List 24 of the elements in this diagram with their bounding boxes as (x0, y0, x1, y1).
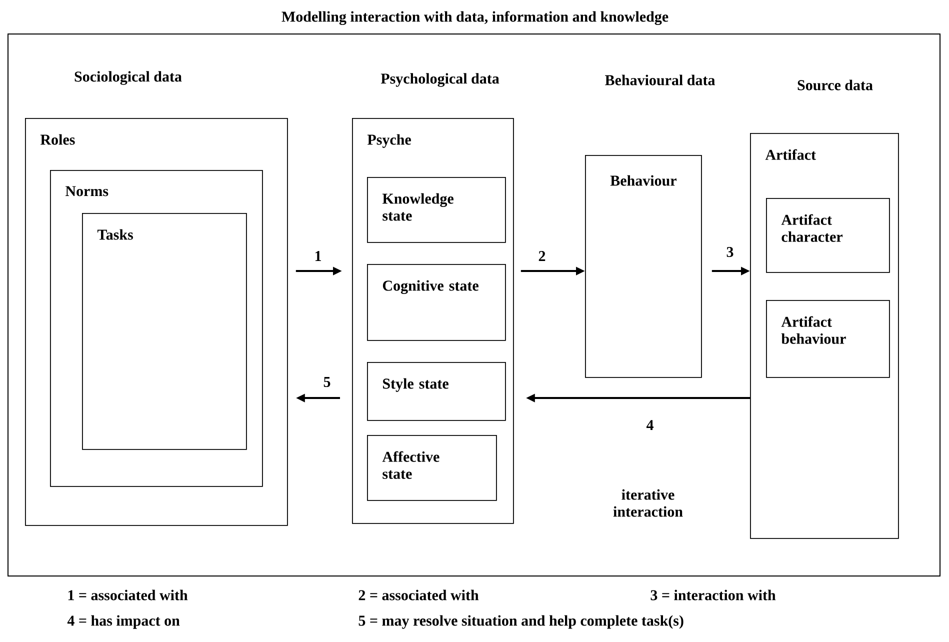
box: Behaviour (585, 155, 702, 378)
note-text: iterative interaction (613, 489, 683, 517)
legend-text: 4 = has impact on (67, 615, 180, 629)
legend-text: 5 = may resolve situation and help complete task(s) (358, 615, 684, 629)
edge-label: 2 (537, 250, 547, 262)
column-heading: Sociological data (74, 71, 182, 85)
column-heading: Behavioural data (605, 74, 715, 86)
legend-text: 2 = associated with (358, 590, 479, 600)
edge-label: 4 (645, 419, 655, 431)
edge-label: 3 (725, 246, 735, 258)
inner-box: Tasks (82, 213, 247, 450)
inner-box: Affective state (367, 435, 497, 501)
inner-box: Knowledge state (367, 177, 506, 243)
legend-text: 3 = interaction with (650, 590, 776, 600)
edge-label: 5 (322, 376, 332, 388)
legend-text: 1 = associated with (68, 590, 188, 600)
inner-box: Artifact behaviour (766, 300, 890, 378)
inner-box: Style state (367, 362, 506, 421)
diagram-title: Modelling interaction with data, information and knowledge (282, 11, 668, 25)
edge-label: 1 (313, 250, 323, 262)
column-heading: Psychological data (380, 73, 500, 87)
inner-box: Cognitive state (367, 264, 506, 341)
inner-box: Artifact character (766, 198, 890, 273)
column-heading: Source data (798, 80, 873, 90)
